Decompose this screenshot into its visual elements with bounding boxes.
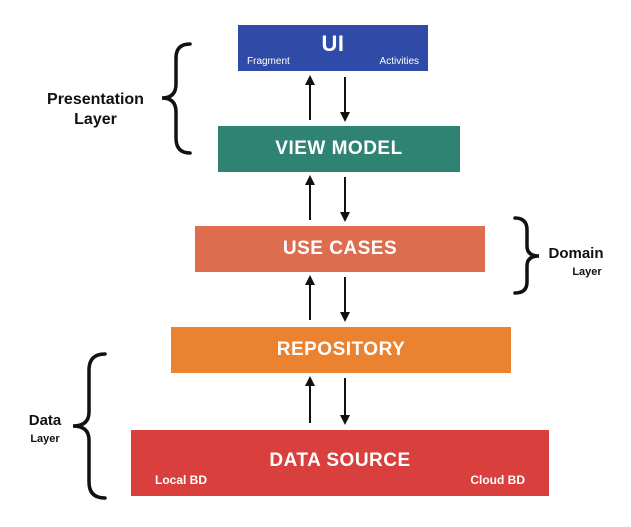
repository-box: REPOSITORY: [171, 327, 511, 373]
use-cases-title: USE CASES: [282, 238, 398, 259]
ui-layer-box: UI Fragment Activities: [238, 25, 428, 71]
data-brace: [72, 352, 107, 500]
data-source-title: DATA SOURCE: [269, 450, 411, 471]
presentation-label-line1: Presentation: [47, 91, 144, 108]
presentation-brace: [161, 42, 192, 155]
local-bd-label: Local BD: [155, 473, 208, 487]
data-label-line1: Data: [28, 412, 62, 429]
ui-activities-label: Activities: [379, 56, 419, 67]
cloud-bd-label: Cloud BD: [470, 473, 525, 487]
view-model-box: VIEW MODEL: [218, 126, 460, 172]
presentation-label-line2: Layer: [74, 111, 117, 128]
domain-layer-label: Domain Layer: [540, 245, 612, 281]
view-model-title: VIEW MODEL: [275, 138, 403, 159]
presentation-layer-label: Presentation Layer: [38, 90, 153, 130]
ui-fragment-label: Fragment: [247, 56, 290, 67]
domain-label-line2: Layer: [572, 266, 602, 278]
use-cases-box: USE CASES: [195, 226, 485, 272]
data-source-box: DATA SOURCE Local BD Cloud BD: [131, 430, 549, 496]
domain-brace: [513, 216, 540, 295]
repository-title: REPOSITORY: [276, 339, 406, 360]
data-label-line2: Layer: [30, 433, 60, 445]
ui-layer-title: UI: [321, 31, 345, 56]
data-layer-label: Data Layer: [16, 412, 74, 448]
domain-label-line1: Domain: [548, 245, 604, 262]
